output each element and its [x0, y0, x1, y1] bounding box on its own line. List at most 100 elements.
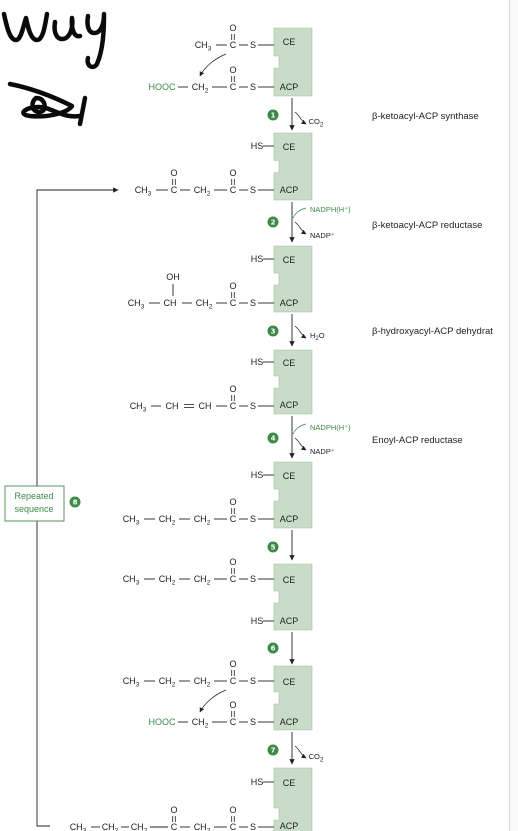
butyryl-acp-ch2-a: CH2: [159, 514, 176, 527]
acetoacetyl-ch3: CH3: [135, 185, 152, 198]
butyryl-ce-s: S: [250, 574, 256, 584]
acetoacetyl-carbonyl-b-double-bond: [231, 179, 235, 185]
step-badge-2-number: 2: [271, 219, 276, 227]
side-arrow-nadph-2: [292, 423, 307, 435]
block6-hs-label: HS: [251, 616, 264, 626]
butyryl-acp-ch3: CH3: [123, 514, 140, 527]
crotonyl-ch-b: CH: [199, 401, 212, 411]
acetoacetyl-carbonyl-a-oxygen: O: [170, 168, 177, 178]
acetoacetyl-carbonyl-b-oxygen: O: [229, 168, 236, 178]
block-ce-acp-3: [273, 245, 313, 313]
side-arrow-co2-1: [294, 111, 307, 125]
side-arrow-nadp-2: [294, 437, 307, 451]
acetyl-s: S: [250, 40, 256, 50]
side-arrow-nadph-1: [292, 207, 307, 219]
condensation-curve-arrow: [199, 53, 227, 77]
repeated-sequence-line2: sequence: [14, 504, 53, 514]
acetoacetyl-ch2: CH2: [194, 185, 211, 198]
step-badge-6-number: 6: [271, 645, 276, 653]
butyryl-ce-2-carbonyl-carbon: C: [230, 676, 237, 686]
malonyl-carbonyl-carbon: C: [230, 82, 237, 92]
block-ce-acp-1: [273, 27, 313, 97]
hydroxybutyryl-oh: OH: [166, 272, 180, 282]
crotonyl-s: S: [250, 401, 256, 411]
ketohexanoyl-ch2-c: CH2: [194, 822, 211, 831]
block-ce-acp-8: [273, 767, 313, 831]
repeated-sequence-box: [4, 485, 65, 522]
hydroxybutyryl-s: S: [250, 298, 256, 308]
block3-hs-label: HS: [251, 254, 264, 264]
ketohexanoyl-carbonyl-b-double-bond: [231, 816, 235, 822]
acetyl-carbonyl-double-bond: [231, 34, 235, 40]
enzyme-label-3: β-hydroxyacyl-ACP dehydrat: [372, 326, 493, 337]
ketohexanoyl-s: S: [250, 822, 256, 831]
block6-acp-label: ACP: [280, 616, 299, 626]
butyryl-acp-s: S: [250, 514, 256, 524]
step-badge-8: 8: [69, 496, 81, 508]
butyryl-acp-ch2-b: CH2: [194, 514, 211, 527]
step-badge-4-number: 4: [271, 435, 276, 443]
block-ce-acp-5: [273, 461, 313, 529]
acetoacetyl-carbonyl-a-double-bond: [172, 179, 176, 185]
byproduct-nadph-2: NADPH(H⁺): [310, 423, 351, 432]
side-arrow-h2o: [294, 325, 307, 339]
ketohexanoyl-carbonyl-b-carbon: C: [230, 822, 237, 831]
block-ce-acp-6: [273, 563, 313, 631]
block2-acp-label: ACP: [280, 185, 299, 195]
block8-hs-label: HS: [251, 777, 264, 787]
crotonyl-double-bond: [184, 404, 194, 408]
malonyl-2-carbonyl-double-bond: [231, 711, 235, 717]
butyryl-ce-ch2-b: CH2: [194, 574, 211, 587]
ketohexanoyl-ch2-b: CH2: [131, 822, 148, 831]
enzyme-label-2: β-ketoacyl-ACP reductase: [372, 220, 482, 231]
malonyl-s: S: [250, 82, 256, 92]
crotonyl-carbonyl-carbon: C: [230, 401, 237, 411]
handwritten-scribble: [1, 11, 107, 127]
block4-ce-label: CE: [283, 358, 296, 368]
malonyl-carbonyl-oxygen: O: [229, 65, 236, 75]
malonyl-2-ch2: CH2: [192, 717, 209, 730]
block5-acp-label: ACP: [280, 514, 299, 524]
block7-ce-label: CE: [283, 677, 296, 687]
acetyl-carbonyl-oxygen: O: [229, 23, 236, 33]
step-badge-6: 6: [267, 642, 279, 654]
block5-ce-label: CE: [283, 471, 296, 481]
acetoacetyl-carbonyl-b-carbon: C: [230, 185, 237, 195]
block-ce-acp-7: [273, 665, 313, 731]
block3-ce-label: CE: [283, 255, 296, 265]
step-badge-8-number: 8: [73, 499, 78, 507]
block5-hs-label: HS: [251, 470, 264, 480]
condensation-curve-arrow-2: [199, 689, 227, 713]
step-badge-1-number: 1: [271, 112, 276, 120]
block8-ce-label: CE: [283, 778, 296, 788]
butyryl-ce-2-ch3: CH3: [123, 676, 140, 689]
step-badge-5: 5: [267, 541, 279, 553]
butyryl-ce-2-carbonyl-double-bond: [231, 670, 235, 676]
ketohexanoyl-carbonyl-a-double-bond: [172, 816, 176, 822]
butyryl-ce-carbonyl-carbon: C: [230, 574, 237, 584]
block-ce-acp-4: [273, 349, 313, 415]
butyryl-ce-2-ch2-b: CH2: [194, 676, 211, 689]
acetoacetyl-s: S: [250, 185, 256, 195]
crotonyl-ch3: CH3: [130, 401, 147, 414]
step-badge-4: 4: [267, 432, 279, 444]
butyryl-ce-ch2-a: CH2: [159, 574, 176, 587]
block1-ce-label: CE: [283, 37, 296, 47]
step-badge-3-number: 3: [271, 328, 276, 336]
byproduct-nadph-1: NADPH(H⁺): [310, 205, 351, 214]
byproduct-h2o: H2O: [310, 331, 325, 342]
malonyl-ch2: CH2: [192, 82, 209, 95]
byproduct-nadp-1: NADP⁺: [310, 231, 335, 240]
butyryl-ce-carbonyl-oxygen: O: [229, 557, 236, 567]
malonyl-2-carbonyl-oxygen: O: [229, 700, 236, 710]
acetyl-carbonyl-carbon: C: [230, 40, 237, 50]
block-ce-acp-2: [273, 132, 313, 201]
repeated-sequence-line1: Repeated: [14, 491, 53, 501]
malonyl-2-s: S: [250, 717, 256, 727]
block1-acp-label: ACP: [280, 82, 299, 92]
acetoacetyl-carbonyl-a-carbon: C: [171, 185, 178, 195]
step-badge-3: 3: [267, 325, 279, 337]
malonyl-2-carbonyl-carbon: C: [230, 717, 237, 727]
butyryl-ce-2-s: S: [250, 676, 256, 686]
